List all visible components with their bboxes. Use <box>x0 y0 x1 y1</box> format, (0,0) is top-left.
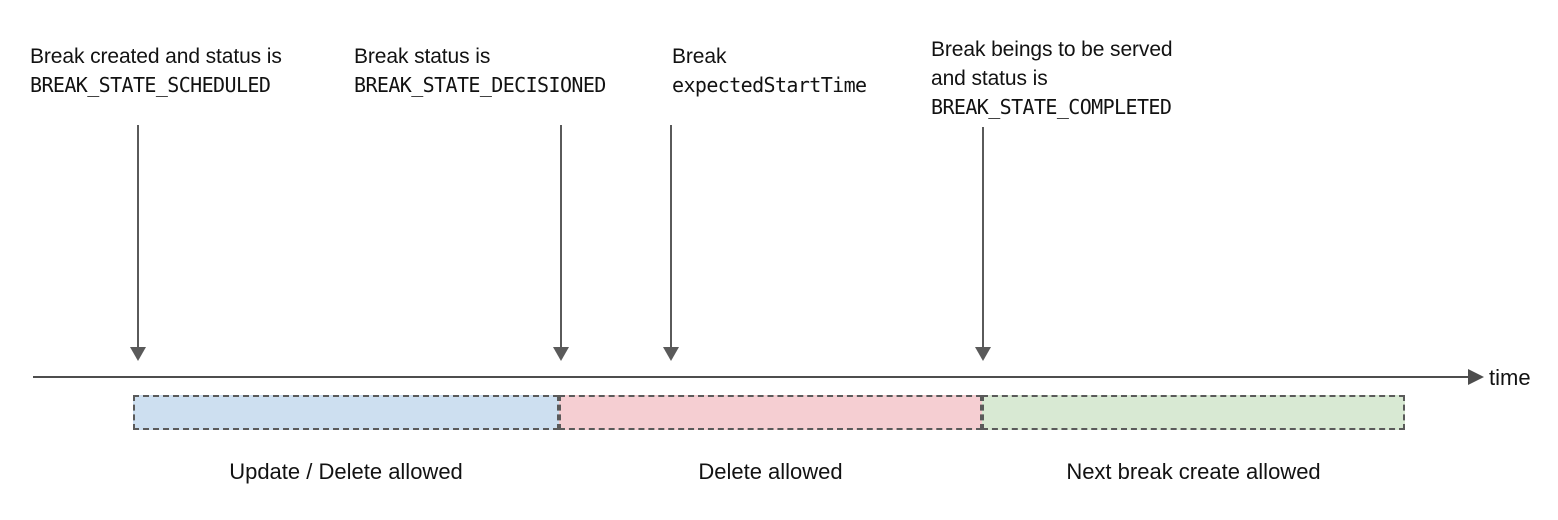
annotation-expected-start-time: Break expectedStartTime <box>672 42 867 100</box>
arrow-shaft <box>670 125 672 347</box>
arrow-head-down-icon <box>975 347 991 361</box>
annotation-break-created: Break created and status is BREAK_STATE_… <box>30 42 282 100</box>
annotation-break-completed: Break beings to be served and status is … <box>931 35 1173 122</box>
phase-caption-update-delete: Update / Delete allowed <box>229 459 463 484</box>
annotation-line-code: BREAK_STATE_SCHEDULED <box>30 73 271 97</box>
annotation-line-plain: Break beings to be served <box>931 38 1173 61</box>
arrow-shaft <box>982 127 984 347</box>
phase-bar-next-break-create <box>982 395 1405 430</box>
annotation-line-plain: Break status is <box>354 45 491 68</box>
annotation-line-code: expectedStartTime <box>672 73 867 97</box>
annotation-line-plain-2: and status is <box>931 67 1048 90</box>
phase-bar-delete-only <box>559 395 982 430</box>
annotation-line-code: BREAK_STATE_COMPLETED <box>931 95 1172 119</box>
phase-caption-next-break-create: Next break create allowed <box>1066 459 1321 484</box>
timeline-axis <box>33 376 1473 378</box>
annotation-line-code: BREAK_STATE_DECISIONED <box>354 73 606 97</box>
arrow-head-down-icon <box>553 347 569 361</box>
phase-bar-update-delete <box>133 395 559 430</box>
annotation-line-plain: Break <box>672 45 727 68</box>
arrow-head-down-icon <box>663 347 679 361</box>
timeline-arrow-right-icon <box>1468 369 1484 385</box>
phase-caption-delete-only: Delete allowed <box>698 459 843 484</box>
annotation-break-decisioned: Break status is BREAK_STATE_DECISIONED <box>354 42 606 100</box>
timeline-axis-label: time <box>1489 365 1531 390</box>
arrow-shaft <box>137 125 139 347</box>
arrow-shaft <box>560 125 562 347</box>
annotation-line-plain: Break created and status is <box>30 45 282 68</box>
arrow-head-down-icon <box>130 347 146 361</box>
